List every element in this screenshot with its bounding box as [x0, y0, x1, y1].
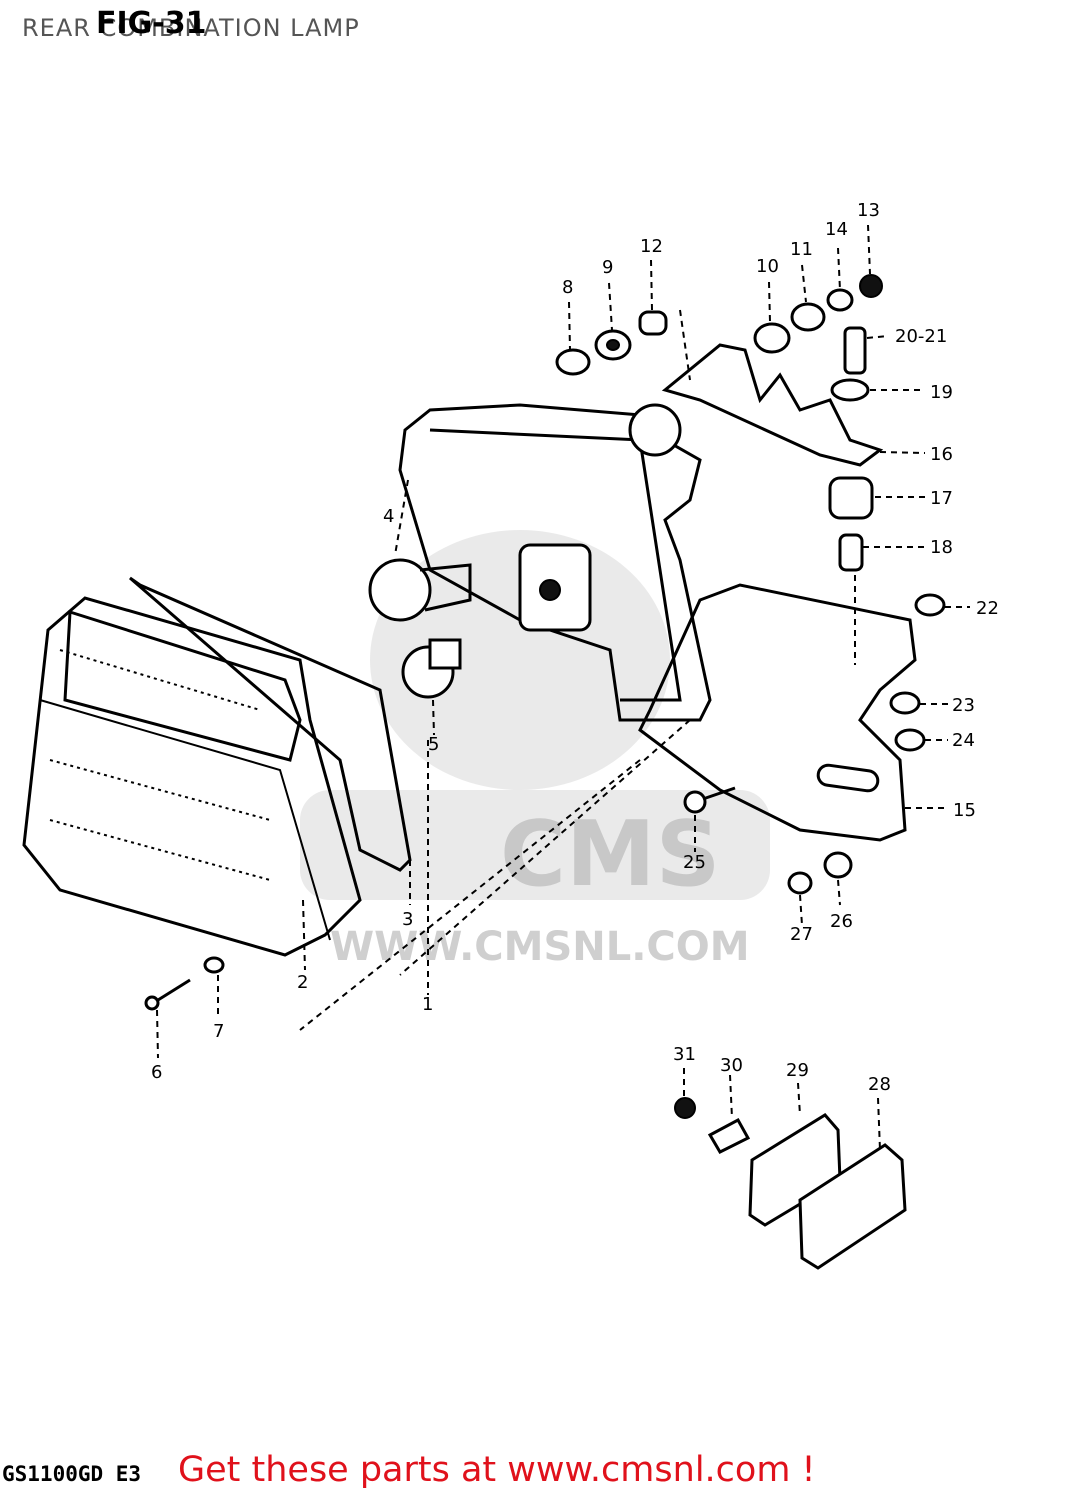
lamp-lens — [22, 596, 362, 957]
callout-5: 5 — [428, 734, 439, 755]
callout-15: 15 — [953, 800, 976, 821]
promo-link[interactable]: Get these parts at www.cmsnl.com ! — [178, 1450, 816, 1490]
callout-24: 24 — [952, 730, 975, 751]
bracket-slot — [816, 763, 880, 793]
callout-11: 11 — [790, 239, 813, 260]
callout-12: 12 — [640, 236, 663, 257]
reflector-assembly — [674, 1097, 907, 1270]
callout-18: 18 — [930, 537, 953, 558]
callout-4: 4 — [383, 506, 394, 527]
hardware — [144, 274, 946, 1011]
cms-watermark: CMS WWW.CMSNL.COM — [300, 530, 770, 970]
callout-23: 23 — [952, 695, 975, 716]
callout-29: 29 — [786, 1060, 809, 1081]
license-bulb — [401, 638, 462, 699]
callout-26: 26 — [830, 911, 853, 932]
license-bracket — [638, 583, 917, 842]
callout-30: 30 — [720, 1055, 743, 1076]
tail-bulb — [368, 558, 472, 622]
callout-3: 3 — [402, 909, 413, 930]
leader-lines — [156, 224, 970, 1151]
callout-1: 1 — [422, 994, 433, 1015]
callout-2: 2 — [297, 972, 308, 993]
lens-gasket — [129, 576, 412, 872]
callout-31: 31 — [673, 1044, 696, 1065]
callout-labels: 1 2 3 4 5 6 7 8 9 10 11 12 13 14 15 16 1… — [151, 200, 999, 1095]
model-code: GS1100GD E3 — [2, 1462, 142, 1486]
callout-20-21: 20-21 — [895, 326, 947, 347]
callout-28: 28 — [868, 1074, 891, 1095]
callout-10: 10 — [756, 256, 779, 277]
callout-13: 13 — [857, 200, 880, 221]
callout-6: 6 — [151, 1062, 162, 1083]
lamp-housing — [398, 403, 712, 722]
callout-14: 14 — [825, 219, 848, 240]
callout-22: 22 — [976, 598, 999, 619]
callout-19: 19 — [930, 382, 953, 403]
callout-16: 16 — [930, 444, 953, 465]
callout-17: 17 — [930, 488, 953, 509]
callout-27: 27 — [790, 924, 813, 945]
callout-7: 7 — [213, 1021, 224, 1042]
callout-8: 8 — [562, 277, 573, 298]
watermark-url: WWW.CMSNL.COM — [330, 924, 750, 970]
callout-25: 25 — [683, 852, 706, 873]
upper-bracket — [661, 343, 884, 467]
figure-number: FIG-31 — [96, 6, 207, 41]
diagram-title: REAR COMBINATION LAMP — [22, 14, 360, 42]
callout-9: 9 — [602, 257, 613, 278]
